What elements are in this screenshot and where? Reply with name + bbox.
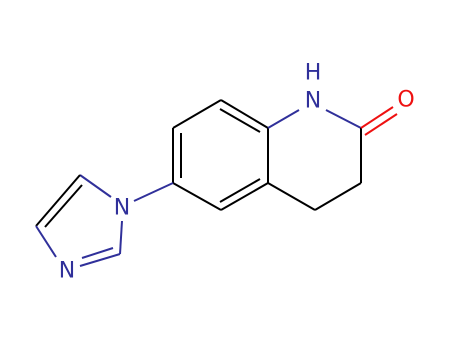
bond-n1-c2 [325,109,362,129]
bond-im-c2-n1 [119,220,123,255]
bond-im-n3-c2-inner [81,247,114,259]
imidazole-ring [35,174,123,267]
atom-label-nh-h: H [305,61,322,86]
bond-aryl-imidazole [133,182,174,202]
bond-co-1 [360,106,394,129]
bond-benzene-6 [172,99,222,129]
bond-im-c4-n3 [35,225,57,258]
bond-c8a-n1 [267,109,300,129]
bond-benzene-3-inner [219,178,261,203]
bond-benzene-1-inner [219,108,261,133]
atom-label-imidazole-n1: N [114,196,130,221]
benzene-ring [172,99,269,211]
bond-benzene-4 [172,182,222,211]
carbonyl-bond [360,106,398,136]
bond-c4-c4a [267,182,316,211]
bond-c3-c4 [314,182,362,211]
atom-label-carbonyl-o: O [397,88,414,113]
bond-co-2 [364,113,398,136]
bond-im-c5-c4-inner [44,184,83,228]
lactam-ring [267,109,362,211]
bond-im-c5-c4 [35,174,81,227]
atom-label-nh-n: N [305,89,321,114]
bond-im-n3-c2 [79,253,121,267]
bond-im-n1-c5 [79,174,112,198]
atom-label-imidazole-n3: N [59,259,75,284]
bond-benzene-3 [220,182,269,211]
bond-benzene-1 [220,99,269,129]
